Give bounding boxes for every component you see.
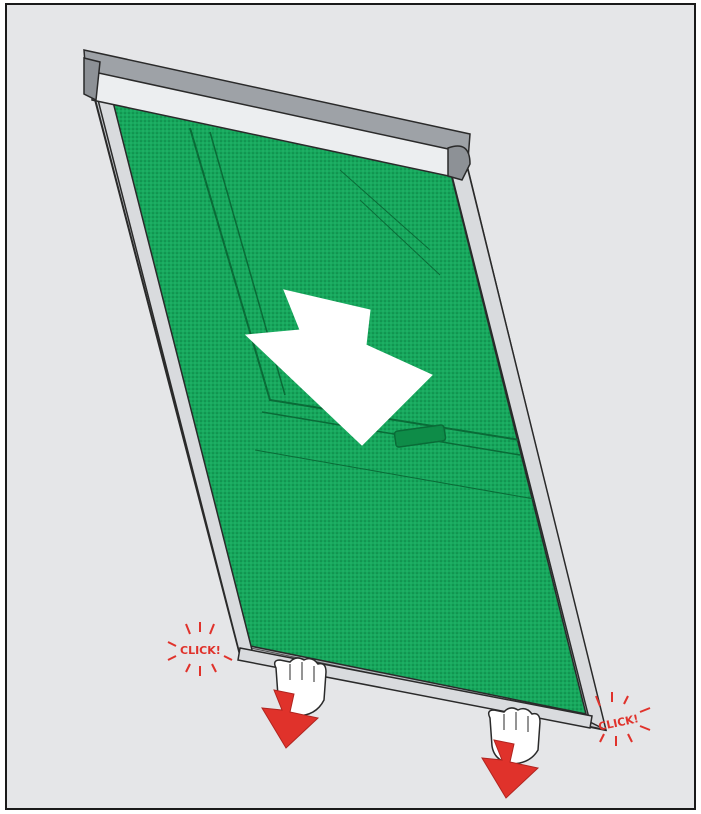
right-hand-icon [489,708,540,764]
click-label-left: CLICK! [180,644,221,657]
click-label-right: CLICK! [597,712,640,733]
